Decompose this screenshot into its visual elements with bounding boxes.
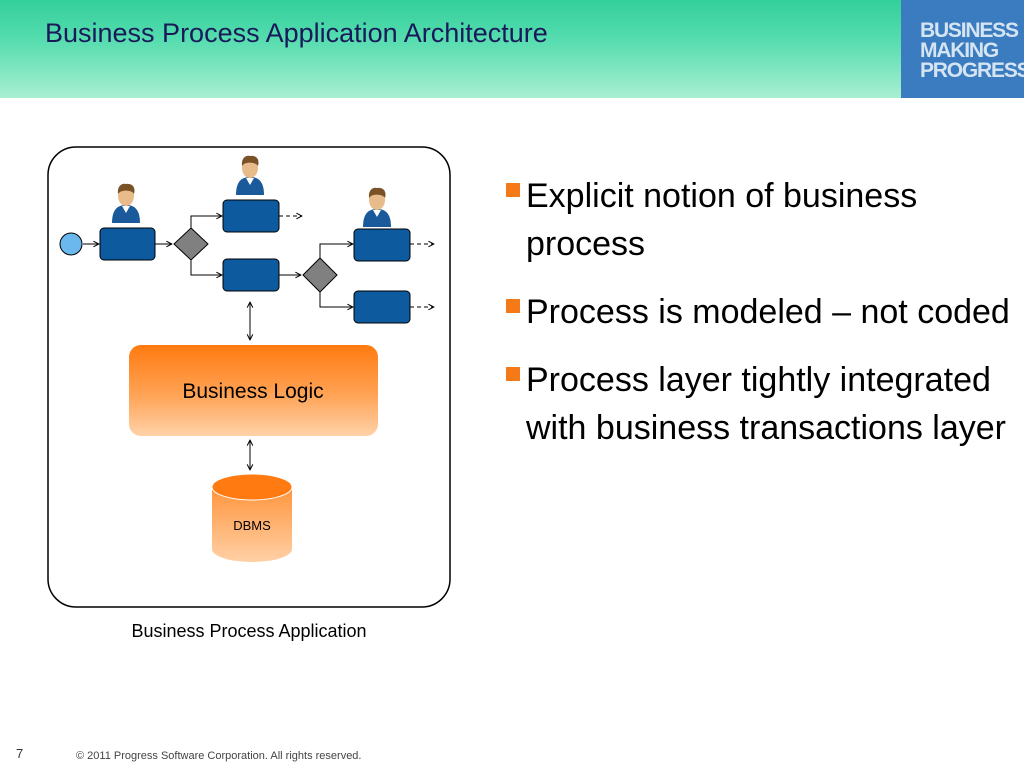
slide-title: Business Process Application Architectur…	[45, 18, 548, 48]
business-logic-box	[129, 345, 378, 436]
gateway-1	[173, 227, 209, 261]
copyright-footer: © 2011 Progress Software Corporation. Al…	[76, 750, 362, 762]
business-logic-label: Business Logic	[182, 380, 323, 403]
square-bullet-icon	[506, 299, 520, 313]
square-bullet-icon	[506, 183, 520, 197]
diagram-caption: Business Process Application	[131, 621, 367, 641]
task-1	[99, 227, 156, 261]
bullet-item: Process layer tightly integrated with bu…	[500, 356, 1010, 452]
header-banner: Business Process Application Architectur…	[0, 0, 1024, 98]
task-5	[353, 290, 411, 324]
square-bullet-icon	[506, 367, 520, 381]
company-logo: BUSINESS MAKING PROGRESS.	[901, 0, 1024, 98]
task-2	[222, 199, 280, 233]
bullet-item: Process is modeled – not coded	[500, 288, 1010, 336]
dbms-label: DBMS	[233, 518, 271, 533]
logo-line-3: PROGRESS.	[920, 59, 1024, 82]
logo-line-1: BUSINESS	[920, 19, 1019, 42]
bullet-item: Explicit notion of business process	[500, 172, 1010, 268]
task-3	[222, 258, 280, 292]
bullet-list: Explicit notion of business process Proc…	[500, 172, 1010, 472]
bullet-text: Process layer tightly integrated with bu…	[526, 361, 1007, 447]
logo-line-2: MAKING	[920, 39, 999, 62]
gateway-2	[302, 257, 338, 293]
bullet-text: Explicit notion of business process	[526, 177, 918, 263]
page-number: 7	[16, 746, 24, 761]
start-event	[59, 232, 83, 256]
task-4	[353, 228, 411, 262]
bullet-text: Process is modeled – not coded	[526, 293, 1010, 331]
